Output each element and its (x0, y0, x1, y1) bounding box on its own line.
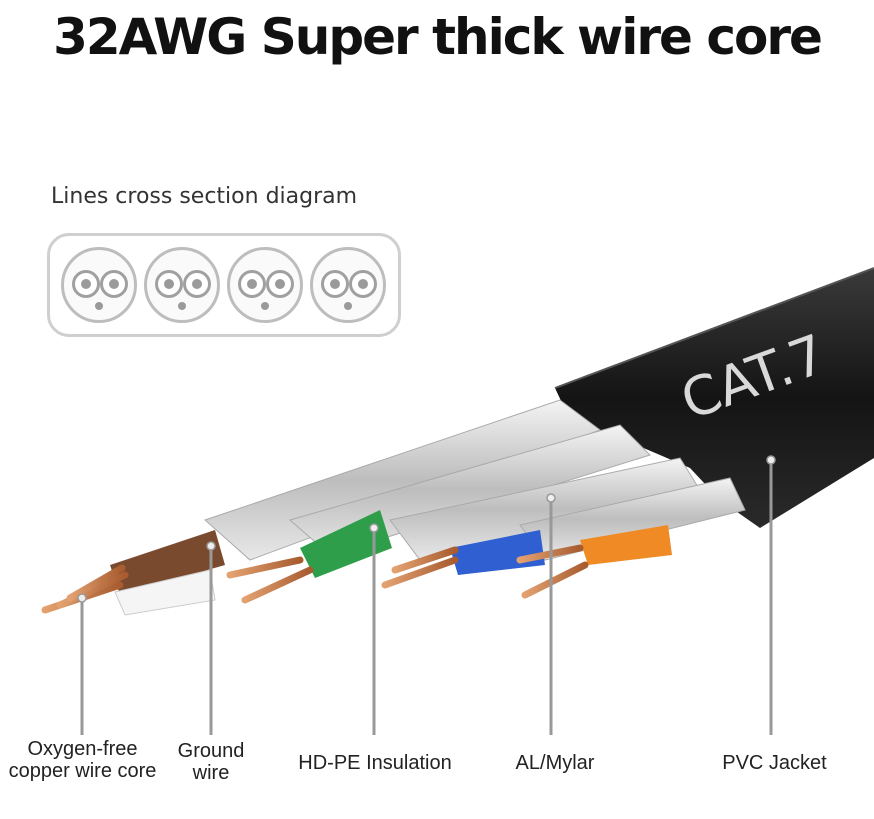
callout-mylar: AL/Mylar (515, 752, 595, 774)
pvc-jacket: CAT.7 (554, 267, 874, 528)
pair-cross-section (310, 247, 386, 323)
callout-hdpe: HD-PE Insulation (298, 752, 452, 774)
diagram-label: Lines cross section diagram (51, 184, 358, 209)
callout-copper-line2: copper wire core (8, 760, 157, 782)
callout-jacket: PVC Jacket (722, 752, 827, 774)
page-title: 32AWG Super thick wire core (53, 8, 823, 66)
callout-copper: Oxygen-free copper wire core (0, 738, 165, 782)
cross-section-diagram (47, 233, 401, 337)
callout-lines (80, 460, 773, 735)
callout-dots (77, 455, 776, 603)
pair-cross-section (144, 247, 220, 323)
insulated-conductors (110, 510, 672, 616)
callout-ground: Ground wire (166, 740, 256, 784)
callout-ground-line1: Ground (177, 740, 245, 762)
pair-cross-section (227, 247, 303, 323)
pair-cross-section (61, 247, 137, 323)
callout-ground-line2: wire (192, 762, 230, 784)
callout-copper-line1: Oxygen-free (27, 738, 138, 760)
